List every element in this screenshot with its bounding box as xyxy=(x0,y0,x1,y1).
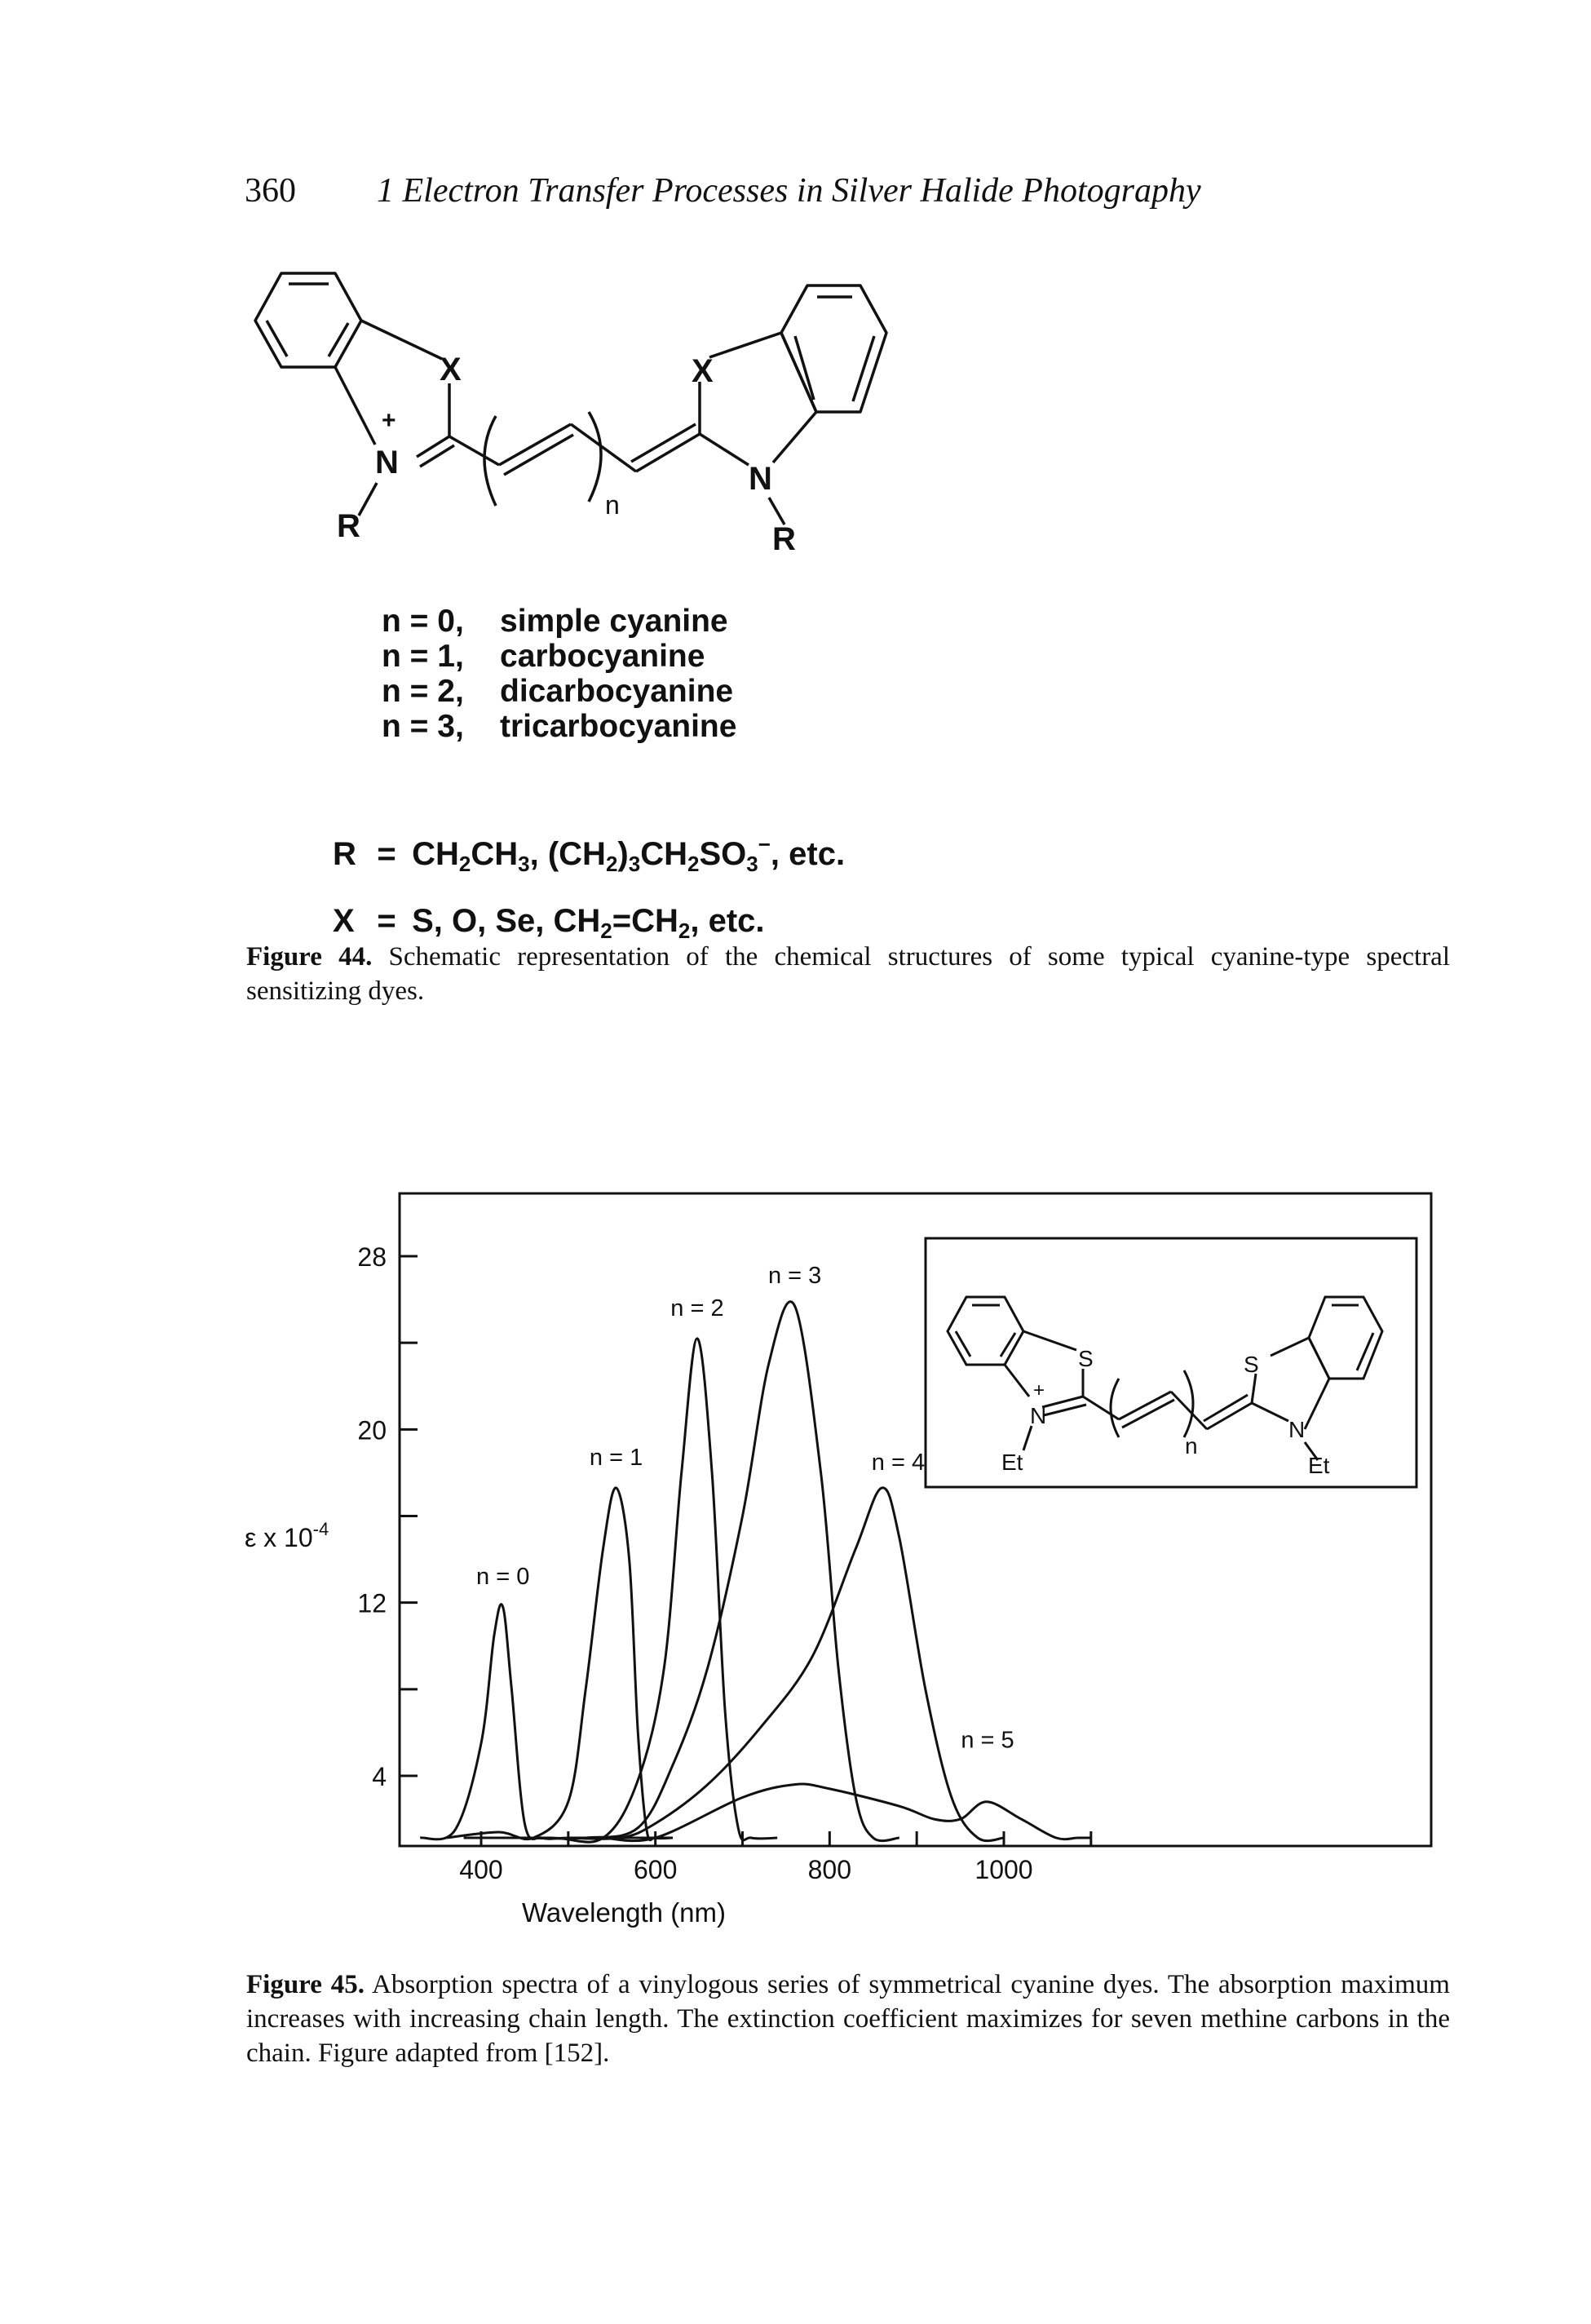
y-tick-label: 20 xyxy=(357,1415,387,1445)
y-tick-label: 28 xyxy=(357,1242,387,1272)
x-left-label: X xyxy=(440,352,462,387)
dye-name-list: n = 0,simple cyanine n = 1,carbocyanine … xyxy=(382,604,736,744)
inset-et-left: Et xyxy=(1001,1450,1023,1475)
r-definition: R= CH2CH3, (CH2)3CH2SO3−, etc. xyxy=(333,832,846,876)
cyanine-structure-diagram: X X + N N R R n xyxy=(254,272,888,557)
caption-text: Schematic representation of the chemical… xyxy=(246,942,1450,1006)
n-right-label: N xyxy=(749,461,772,497)
running-head: 360 1 Electron Transfer Processes in Sil… xyxy=(0,0,1591,245)
series-line xyxy=(419,1603,673,1841)
inset-s-left: S xyxy=(1078,1346,1094,1371)
series-line xyxy=(446,1486,674,1842)
running-title: 1 Electron Transfer Processes in Silver … xyxy=(377,172,1201,210)
list-item: n = 0,simple cyanine xyxy=(382,604,728,639)
left-ring-x-bond xyxy=(360,319,443,361)
x-tick-label: 1000 xyxy=(974,1855,1032,1884)
series-label: n = 4 xyxy=(872,1450,925,1476)
inset-et-right: Et xyxy=(1308,1453,1330,1478)
r-left-label: R xyxy=(337,508,360,544)
x-tick-label: 400 xyxy=(459,1855,502,1884)
page-number: 360 xyxy=(245,172,296,210)
substituent-definitions: R= CH2CH3, (CH2)3CH2SO3−, etc. X= S, O, … xyxy=(333,816,845,959)
right-benzene-ring xyxy=(780,284,888,414)
series-label: n = 2 xyxy=(670,1295,723,1321)
series-line xyxy=(524,1300,899,1843)
series-line xyxy=(603,1782,1091,1843)
inset-frame xyxy=(924,1237,1418,1489)
series-label: n = 5 xyxy=(961,1727,1014,1753)
repeat-n-label: n xyxy=(605,490,620,520)
inset-s-right: S xyxy=(1244,1352,1259,1377)
series-line xyxy=(463,1337,778,1844)
inset-n-right: N xyxy=(1288,1417,1305,1442)
list-item: n = 3,tricarbocyanine xyxy=(382,709,737,744)
series-label: n = 3 xyxy=(768,1263,821,1289)
caption-text: Absorption spectra of a vinylogous serie… xyxy=(246,1970,1450,2068)
caption-label: Figure 45. xyxy=(246,1970,365,1999)
peak-labels: n = 0 n = 1 n = 2 n = 3 n = 4 n = 5 xyxy=(476,1263,1014,1753)
left-bracket xyxy=(483,415,497,507)
r-right-label: R xyxy=(772,521,796,557)
y-tick-label: 4 xyxy=(372,1762,387,1791)
n-left-label: N xyxy=(375,445,399,480)
list-item: n = 2,dicarbocyanine xyxy=(382,674,734,709)
series-line xyxy=(568,1486,1005,1843)
inset-repeat-n: n xyxy=(1185,1433,1198,1459)
inset-charge: + xyxy=(1033,1379,1045,1401)
right-bracket xyxy=(587,411,603,502)
positive-charge-label: + xyxy=(382,407,396,434)
list-item: n = 1,carbocyanine xyxy=(382,639,705,674)
figure-45-caption: Figure 45. Absorption spectra of a vinyl… xyxy=(246,1968,1450,2070)
x-right-label: X xyxy=(692,353,714,389)
inset-n-left: N xyxy=(1030,1403,1046,1428)
x-axis-label: Wavelength (nm) xyxy=(522,1897,726,1928)
caption-label: Figure 44. xyxy=(246,942,373,972)
x-tick-label: 800 xyxy=(808,1855,851,1884)
figure-44-caption: Figure 44. Schematic representation of t… xyxy=(246,940,1450,1008)
x-tick-label: 600 xyxy=(634,1855,677,1884)
y-axis-label: ε x 10-4 xyxy=(245,1519,329,1552)
series xyxy=(419,1300,1091,1844)
plot-frame xyxy=(398,1192,1433,1848)
series-label: n = 1 xyxy=(590,1445,643,1471)
y-tick-label: 12 xyxy=(357,1589,387,1618)
series-label: n = 0 xyxy=(476,1564,529,1590)
inset-structure: S S + N N Et Et n xyxy=(924,1237,1418,1489)
x-definition: X= S, O, Se, CH2=CH2, etc. xyxy=(333,903,765,943)
